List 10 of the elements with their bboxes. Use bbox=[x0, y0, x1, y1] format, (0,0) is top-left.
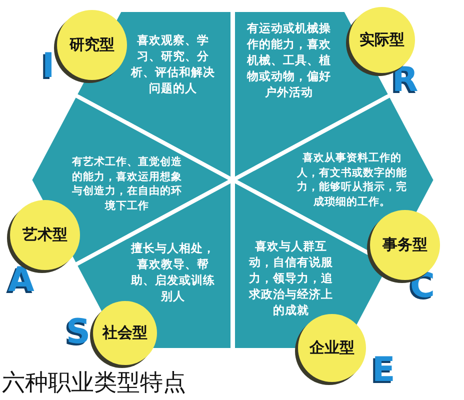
type-badge: 研究型 bbox=[57, 10, 127, 80]
description-text: 有运动或机械操作的能力，喜欢机械、工具、植物或动物，偏好户外活动 bbox=[246, 20, 332, 100]
type-letter: E bbox=[372, 352, 396, 388]
type-badge: 社会型 bbox=[93, 301, 157, 365]
title: 六种职业类型特点 bbox=[2, 369, 186, 398]
description-text: 喜欢从事资料工作的人，有文书或数字的能力，能够听从指示，完成琐细的工作。 bbox=[296, 151, 408, 209]
description-text: 喜欢观察、学习、研究、分析、评估和解决问题的人 bbox=[130, 32, 216, 96]
type-letter: S bbox=[66, 314, 90, 350]
type-letter: I bbox=[42, 48, 55, 84]
description-text: 擅长与人相处，喜欢教导、帮助、启发或训练别人 bbox=[130, 240, 216, 304]
